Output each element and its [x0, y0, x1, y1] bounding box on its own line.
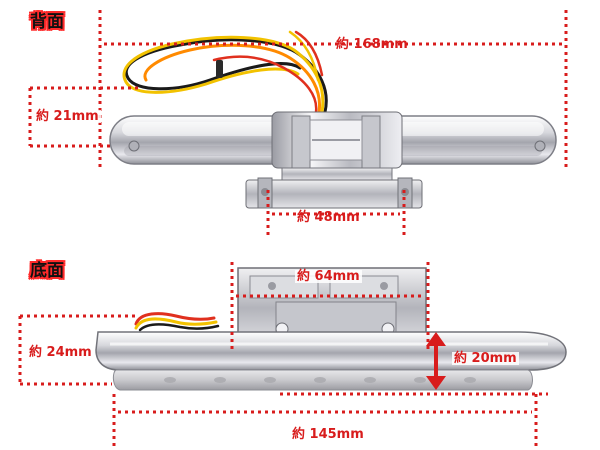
screw-left [128, 140, 140, 152]
bottom-view-title: 底面 [30, 261, 64, 281]
bracket-width-label: 約 48mm [297, 210, 360, 225]
bottom-light-bar [95, 331, 567, 371]
lens-height-label: 約 20mm [452, 351, 519, 366]
back-bracket [245, 111, 423, 209]
back-height-label: 約 21mm [34, 109, 101, 124]
bottom-dimension-lines [18, 262, 548, 446]
bottom-height-label: 約 24mm [29, 345, 92, 360]
screw-right [534, 140, 546, 152]
lens-height-arrow [426, 332, 446, 390]
bottom-view [95, 267, 567, 391]
bottom-wires [134, 312, 220, 332]
wire-tie [216, 60, 223, 78]
mount-plate-width-label: 約 64mm [295, 269, 362, 284]
back-view-title: 背面 [30, 12, 64, 32]
bottom-length-label: 約 145mm [292, 427, 364, 442]
back-view [109, 30, 557, 209]
overall-length-label: 約 168mm [336, 37, 408, 52]
back-dimension-lines [28, 10, 568, 238]
